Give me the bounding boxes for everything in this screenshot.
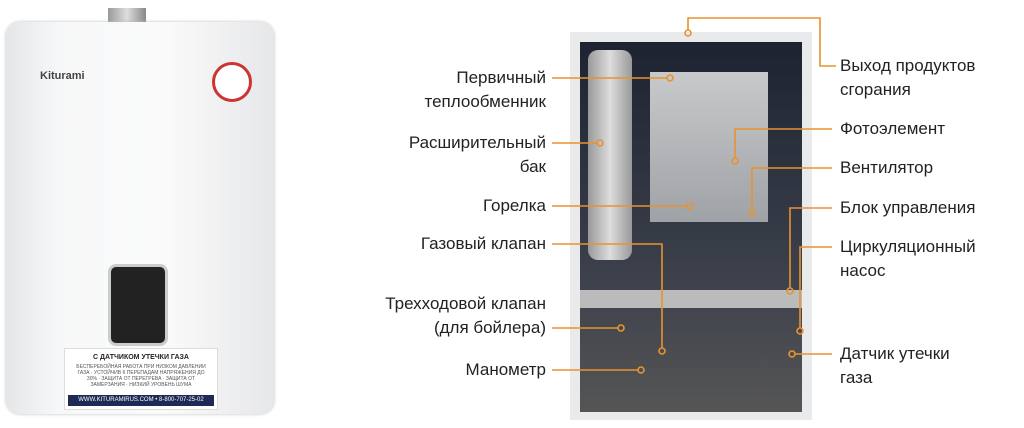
- label-manometer: Манометр: [465, 360, 546, 379]
- label-burner: Горелка: [482, 196, 546, 215]
- leader-gas-valve: [552, 243, 666, 355]
- leader-gas-sensor: [788, 350, 832, 358]
- sticker-title: С ДАТЧИКОМ УТЕЧКИ ГАЗА: [93, 354, 189, 361]
- label-fan: Вентилятор: [840, 158, 934, 177]
- leader-manometer: [552, 366, 645, 374]
- expansion-tank: [588, 50, 632, 260]
- label-photocell: Фотоэлемент: [840, 119, 946, 138]
- leader-expansion-tank: [552, 139, 604, 147]
- brand-logo: Kiturami: [40, 70, 85, 82]
- heat-exchanger: [650, 72, 768, 222]
- control-panel: [108, 264, 168, 346]
- sticker-text: БЕСПЕРЕБОЙНАЯ РАБОТА ПРИ НИЗКОМ ДАВЛЕНИИ…: [76, 364, 206, 388]
- label-three-way-valve: Трехходовой клапан(для бойлера): [385, 294, 546, 337]
- leader-three-way-valve: [552, 324, 625, 332]
- leader-fan: [748, 167, 832, 217]
- leader-pump: [796, 246, 832, 335]
- leader-heat-exchanger: [552, 74, 674, 82]
- leader-control-unit: [786, 207, 832, 295]
- sticker-footer: WWW.KITURAMIRUS.COM • 8-800-707-25-02: [68, 395, 214, 406]
- leader-flue-outlet: [684, 17, 836, 67]
- label-control-unit: Блок управления: [840, 198, 976, 217]
- leader-photocell: [731, 128, 832, 165]
- mounting-rail: [580, 290, 802, 308]
- quality-badge: [212, 62, 252, 102]
- info-sticker: С ДАТЧИКОМ УТЕЧКИ ГАЗА БЕСПЕРЕБОЙНАЯ РАБ…: [64, 348, 218, 410]
- flue-pipe: [108, 8, 146, 24]
- leader-burner: [552, 202, 694, 210]
- label-gas-valve: Газовый клапан: [420, 234, 546, 253]
